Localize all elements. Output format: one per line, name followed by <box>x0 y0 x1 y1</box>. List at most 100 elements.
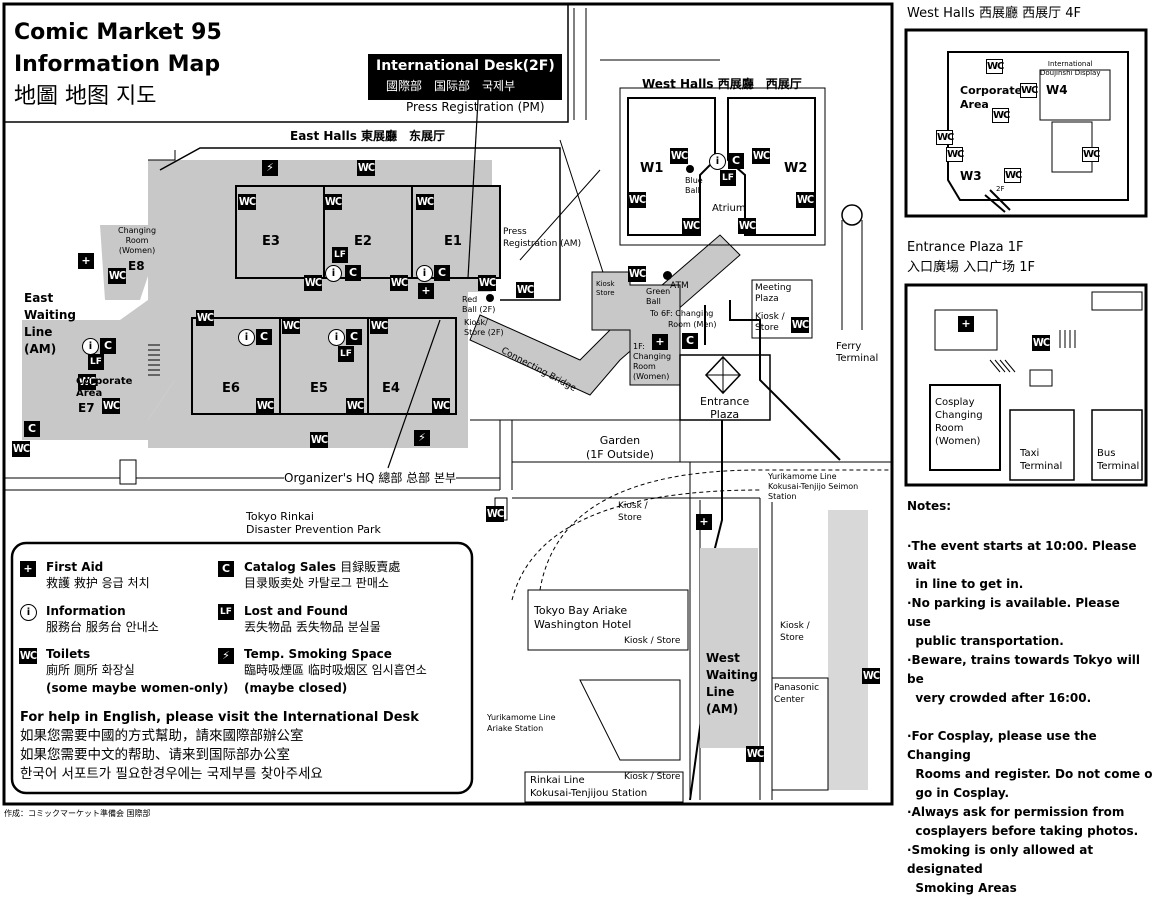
toilet-icon: WC <box>752 148 770 164</box>
international-desk-title: International Desk(2F) <box>376 58 555 74</box>
catalog-icon: C <box>682 333 698 349</box>
smoking-icon: ⚡ <box>262 160 278 176</box>
lost-and-found-icon: LF <box>338 346 354 362</box>
note-line: ·Smoking is only allowed at designated <box>907 843 1094 876</box>
toilet-icon: WC <box>516 282 534 298</box>
note-line: go in Cosplay. <box>907 786 1010 800</box>
toilet-icon: WC <box>357 160 375 176</box>
toilet-icon: WC <box>304 275 322 291</box>
toilet-icon: WC <box>432 398 450 414</box>
catalog-icon: C <box>24 421 40 437</box>
legend-toilet-icon: WC <box>19 648 37 664</box>
note-line: Smoking Areas <box>907 881 1017 895</box>
toilet-icon: WC <box>346 398 364 414</box>
map-title-line1: Comic Market 95 <box>14 20 222 45</box>
note-line: ·No parking is available. Please use <box>907 596 1120 629</box>
toilet-icon: WC <box>478 275 496 291</box>
international-desk-sub: 國際部 国际部 국제부 <box>386 79 516 93</box>
hall-w2: W2 <box>784 161 808 176</box>
legend-catalog-cjk: 目录贩卖处 카탈로그 판매소 <box>244 576 389 590</box>
hall-e7: E7 <box>78 401 95 415</box>
kiosk-store-hotel: Kiosk / Store <box>624 636 681 646</box>
organizers-hq-label: Organizer's HQ 總部 总部 본부 <box>284 471 457 486</box>
press-registration-pm: Press Registration (PM) <box>406 100 545 114</box>
hall-w1: W1 <box>640 161 664 176</box>
information-icon: i <box>328 329 345 346</box>
international-desk-callout <box>368 54 562 100</box>
hall-e8: E8 <box>128 259 145 273</box>
note-line: very crowded after 16:00. <box>907 691 1092 705</box>
map-title-line2: Information Map <box>14 52 221 77</box>
hall-e1: E1 <box>444 234 462 249</box>
catalog-icon: C <box>434 265 450 281</box>
note-line: Rooms and register. Do not come or <box>907 767 1153 781</box>
legend-smoking-icon: ⚡ <box>218 648 234 664</box>
legend-smoking-note: (maybe closed) <box>244 681 348 695</box>
toilet-icon: WC <box>670 148 688 164</box>
toilet-icon: WC <box>936 130 954 145</box>
toilet-icon: WC <box>862 668 880 684</box>
toilet-icon: WC <box>1004 168 1022 183</box>
information-icon: i <box>82 338 99 355</box>
kiosk-store-rinkai: Kiosk / Store <box>624 772 681 782</box>
kiosk-store-meeting: Kiosk /Store <box>755 312 785 333</box>
west-halls-label: West Halls 西展廳 西展厅 <box>642 77 802 91</box>
red-ball-marker <box>486 294 494 302</box>
changing-room-women-1f: 1F:Changing Room(Women) <box>633 342 672 381</box>
legend-lost-found-cjk: 丟失物品 丢失物品 분실물 <box>244 620 381 634</box>
toilet-icon: WC <box>370 318 388 334</box>
toilet-icon: WC <box>1032 335 1050 351</box>
notes-heading: Notes: <box>907 499 952 513</box>
hall-e2: E2 <box>354 234 372 249</box>
note-spacer <box>907 708 1147 727</box>
toilet-icon: WC <box>256 398 274 414</box>
inset-2f: 2F <box>996 185 1005 193</box>
toilet-icon: WC <box>282 318 300 334</box>
garden-label: Garden(1F Outside) <box>586 434 654 461</box>
note-line: ·The event starts at 10:00. Please wait <box>907 539 1137 572</box>
blue-ball-marker <box>686 165 694 173</box>
toilet-icon: WC <box>791 317 809 333</box>
legend-smoking-cjk: 臨時吸煙區 临时吸烟区 임시흡연소 <box>244 663 427 677</box>
toilet-icon: WC <box>986 59 1004 74</box>
toilet-icon: WC <box>746 746 764 762</box>
help-korean: 한국어 서포트가 필요한경우에는 국제부를 찾아주세요 <box>20 766 323 782</box>
information-icon: i <box>416 265 433 282</box>
toilet-icon: WC <box>12 441 30 457</box>
note-line: ·Beware, trains towards Tokyo will be <box>907 653 1141 686</box>
hall-e4: E4 <box>382 381 400 396</box>
catalog-icon: C <box>345 265 361 281</box>
atrium-label: Atrium <box>712 203 746 214</box>
toilet-icon: WC <box>796 192 814 208</box>
toilet-icon: WC <box>1082 147 1100 162</box>
legend-toilets: Toilets <box>46 647 91 661</box>
inset-entrance-title1: Entrance Plaza 1F <box>907 240 1024 255</box>
lost-and-found-icon: LF <box>332 247 348 263</box>
legend-first-aid: First Aid <box>46 560 104 574</box>
legend-info-icon: i <box>20 604 37 621</box>
toilet-icon: WC <box>238 194 256 210</box>
catalog-icon: C <box>100 338 116 354</box>
first-aid-icon: + <box>958 316 974 332</box>
information-icon: i <box>238 329 255 346</box>
toilet-icon: WC <box>738 218 756 234</box>
inset-west-title: West Halls 西展廳 西展厅 4F <box>907 6 1081 21</box>
toilet-icon: WC <box>486 506 504 522</box>
legend-information-cjk: 服務台 服务台 안내소 <box>46 620 159 634</box>
legend-lost-icon: LF <box>218 604 234 620</box>
to-6f-changing: To 6F: Changing <box>650 309 714 318</box>
inset-w4: W4 <box>1046 83 1068 97</box>
green-ball-marker <box>663 271 672 280</box>
